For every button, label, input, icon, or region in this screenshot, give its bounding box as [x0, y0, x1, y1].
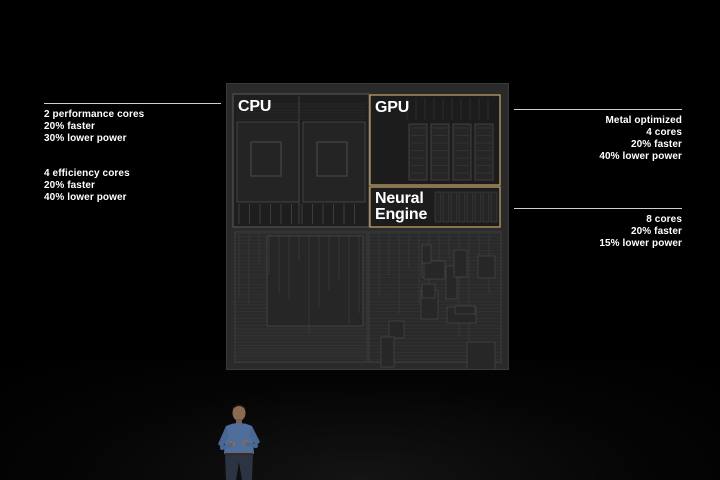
gpu-speed-text: 20% faster [630, 139, 682, 150]
gpu-callout-line [514, 109, 682, 110]
neural-speed-text: 20% faster [630, 226, 682, 237]
cpu-callout-line [44, 103, 221, 104]
chip-die-art [227, 84, 508, 369]
gpu-label: GPU [375, 99, 410, 116]
cpu-efficiency-callout: 4 efficiency cores 20% faster 40% lower … [44, 168, 130, 204]
efficiency-power-text: 40% lower power [44, 192, 127, 203]
neural-power-text: 15% lower power [599, 238, 682, 249]
neural-engine-label-line1: Neural [375, 190, 424, 207]
performance-cores-text: 2 performance cores [44, 109, 145, 120]
cpu-label: CPU [238, 98, 272, 115]
chip-die: CPU GPU Neural Engine [227, 84, 508, 369]
performance-power-text: 30% lower power [44, 133, 127, 144]
neural-callout-line [514, 208, 682, 209]
gpu-metal-text: Metal optimized [605, 115, 682, 126]
neural-cores-text: 8 cores [646, 214, 682, 225]
stage-floor [0, 360, 720, 480]
neural-engine-label-line2: Engine [375, 206, 428, 223]
gpu-power-text: 40% lower power [599, 151, 682, 162]
gpu-callout: Metal optimized 4 cores 20% faster 40% l… [599, 115, 682, 163]
gpu-cores-text: 4 cores [646, 127, 682, 138]
cpu-performance-callout: 2 performance cores 20% faster 30% lower… [44, 109, 144, 145]
performance-speed-text: 20% faster [44, 121, 96, 132]
efficiency-speed-text: 20% faster [44, 180, 96, 191]
neural-engine-callout: 8 cores 20% faster 15% lower power [599, 214, 682, 250]
presenter-figure [218, 404, 260, 480]
efficiency-cores-text: 4 efficiency cores [44, 168, 130, 179]
